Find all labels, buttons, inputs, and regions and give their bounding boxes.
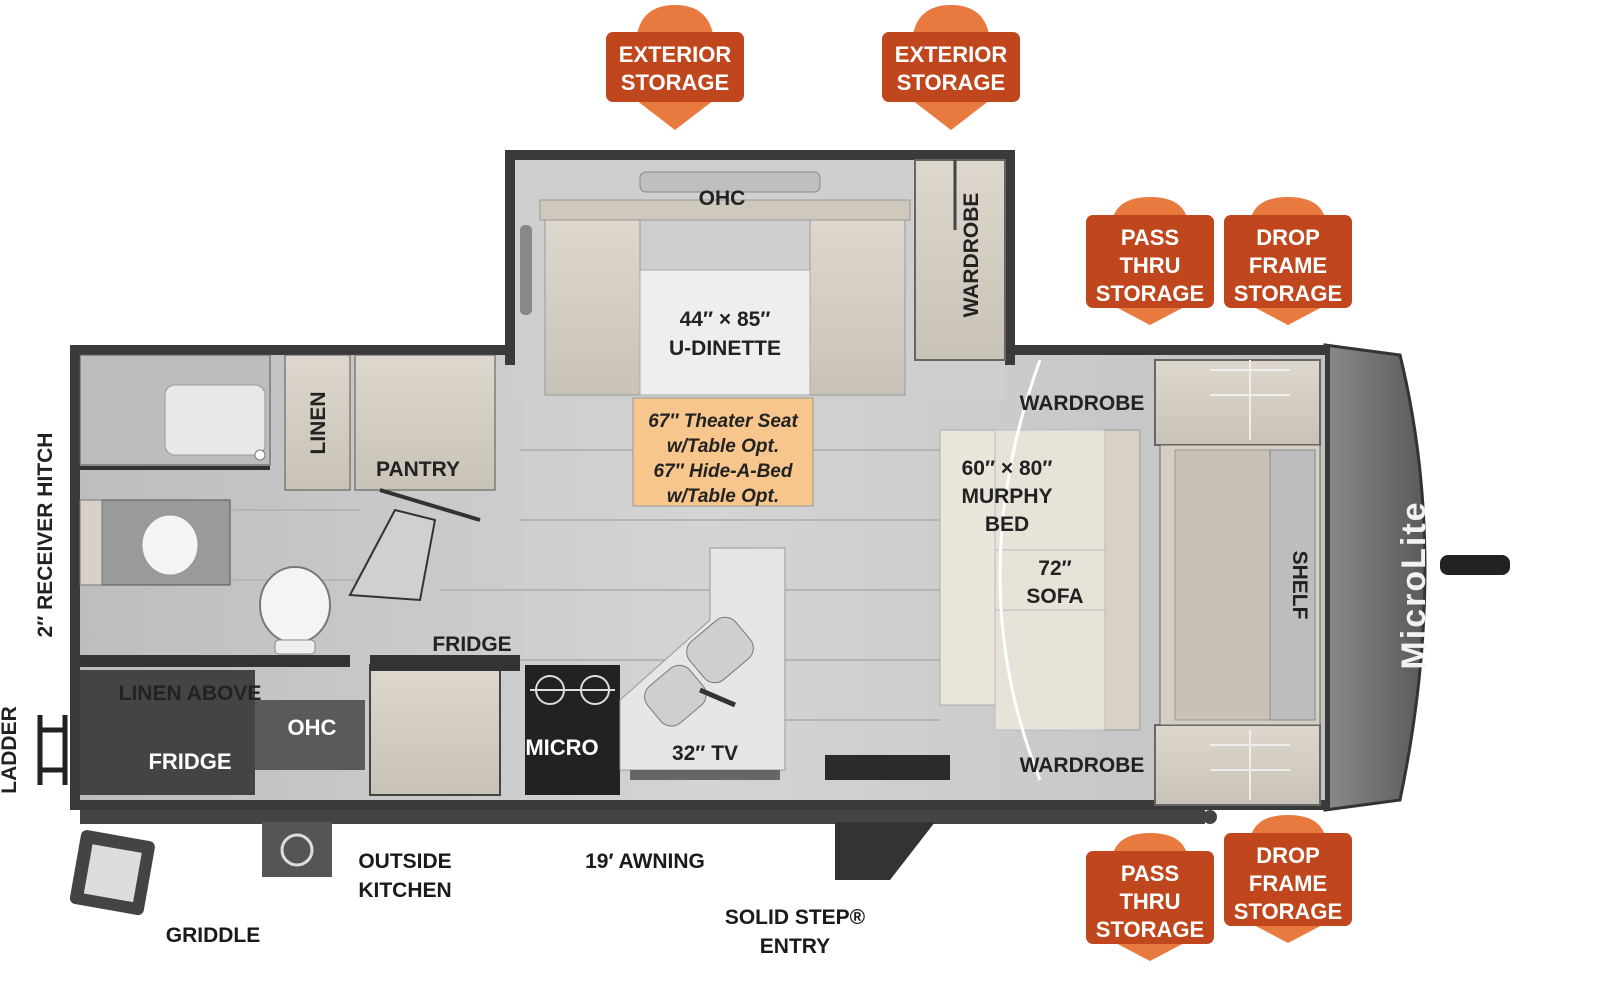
theater-seat-note-box — [632, 397, 814, 507]
theater-note-line: 67″ Hide-A-Bed — [654, 461, 793, 482]
front-bed-cushion — [1174, 449, 1271, 721]
sink-2 — [644, 664, 707, 727]
tv-label: 32″ TV — [672, 742, 738, 765]
badge-text: STORAGE — [1234, 281, 1342, 306]
main-fridge — [369, 664, 501, 796]
sofa-cushion-2 — [994, 549, 1106, 611]
linen-above-label: LINEN ABOVE — [119, 682, 262, 705]
solid-step-label: ENTRY — [760, 935, 830, 958]
linen-label: LINEN — [307, 392, 330, 455]
theater-note-line: w/Table Opt. — [667, 486, 779, 507]
pantry-cabinet — [354, 354, 496, 491]
rear-ohc — [255, 700, 365, 770]
rear-outside-fridge — [80, 670, 255, 795]
outside-items — [69, 822, 935, 916]
badge-text: STORAGE — [897, 70, 1005, 95]
microlite-logo: MicroLite — [1395, 500, 1433, 669]
exterior-storage-badge-2 — [882, 5, 1020, 130]
range — [525, 665, 620, 795]
outside-kitchen-label: KITCHEN — [358, 879, 451, 902]
main-fridge-label: FRIDGE — [432, 633, 511, 656]
badge-text: EXTERIOR — [619, 42, 732, 67]
pass-thru-storage-badge-bottom — [1086, 833, 1214, 961]
theater-note-line: 67″ Theater Seat — [648, 411, 798, 432]
murphy-arc — [998, 359, 1042, 781]
theater-note-line: w/Table Opt. — [667, 436, 779, 457]
linen-cabinet — [284, 354, 351, 491]
receiver-hitch-label: 2″ RECEIVER HITCH — [34, 433, 57, 638]
badge-text: DROP — [1256, 843, 1320, 868]
ohc-top-label: OHC — [699, 187, 746, 210]
dinette-size-label: 44″ × 85″ — [680, 308, 771, 331]
dinette-area — [520, 159, 1006, 396]
murphy-bed-label: BED — [985, 513, 1029, 536]
outside-kitchen-unit — [262, 822, 332, 877]
pantry-label: PANTRY — [376, 458, 460, 481]
sofa-label: 72″ — [1038, 557, 1071, 580]
solid-step — [835, 822, 935, 880]
badge-text: STORAGE — [1096, 281, 1204, 306]
rear-fridge-label: FRIDGE — [148, 749, 231, 774]
dinette-table — [639, 269, 811, 396]
drop-frame-storage-badge-bottom — [1224, 815, 1352, 943]
front-cap — [1323, 343, 1427, 812]
dinette-bench-left — [544, 219, 641, 396]
wardrobe-top-cabinet — [1154, 359, 1321, 446]
badge-text: STORAGE — [621, 70, 729, 95]
badge-text: PASS — [1121, 225, 1179, 250]
ladder-label: LADDER — [0, 706, 21, 794]
sofa-label: SOFA — [1026, 585, 1083, 608]
pass-thru-storage-badge-top — [1086, 197, 1214, 325]
slide-wardrobe — [914, 159, 1006, 361]
exterior-storage-badge-1 — [606, 5, 744, 130]
wardrobe-bottom-cabinet — [1154, 724, 1321, 806]
tv — [630, 770, 780, 780]
dinette-bench-right — [809, 219, 906, 396]
badge-text: THRU — [1119, 889, 1180, 914]
sink-1 — [686, 616, 754, 684]
toilet — [259, 566, 331, 644]
kitchen-area — [369, 547, 950, 796]
badge-text: PASS — [1121, 861, 1179, 886]
ohc-top-cabinet — [639, 171, 821, 193]
badge-text: FRAME — [1249, 871, 1327, 896]
murphy-bed-label: 60″ × 80″ — [962, 457, 1053, 480]
front-shelf — [1269, 449, 1316, 721]
griddle-label: GRIDDLE — [166, 924, 261, 947]
bath-area — [37, 354, 496, 795]
sofa-cushion-3 — [994, 609, 1106, 731]
outside-kitchen-label: OUTSIDE — [358, 850, 451, 873]
dinette-label: U-DINETTE — [669, 337, 781, 360]
badge-text: EXTERIOR — [895, 42, 1008, 67]
ladder — [37, 715, 68, 785]
badge-text: FRAME — [1249, 253, 1327, 278]
badge-text: STORAGE — [1096, 917, 1204, 942]
slide-wardrobe-label: WARDROBE — [960, 193, 983, 318]
entry-door-threshold — [825, 755, 950, 780]
solid-step-label: SOLID STEP® — [725, 906, 866, 929]
badge-text: STORAGE — [1234, 899, 1342, 924]
sink-bowl — [141, 514, 199, 576]
shelf-label: SHELF — [1288, 551, 1311, 620]
wardrobe-top-label: WARDROBE — [1020, 392, 1145, 415]
wardrobe-bottom-label: WARDROBE — [1020, 754, 1145, 777]
drop-frame-storage-badge-top — [1224, 197, 1352, 325]
ohc-kitchen-label: OHC — [288, 715, 337, 740]
murphy-bed-label: MURPHY — [961, 485, 1052, 508]
micro-label: MICRO — [525, 735, 598, 760]
awning-rail — [80, 810, 1205, 824]
badge-text: THRU — [1119, 253, 1180, 278]
tongue — [1440, 555, 1510, 575]
badge-text: DROP — [1256, 225, 1320, 250]
awning-label: 19′ AWNING — [585, 850, 705, 873]
living-area — [939, 359, 1321, 806]
